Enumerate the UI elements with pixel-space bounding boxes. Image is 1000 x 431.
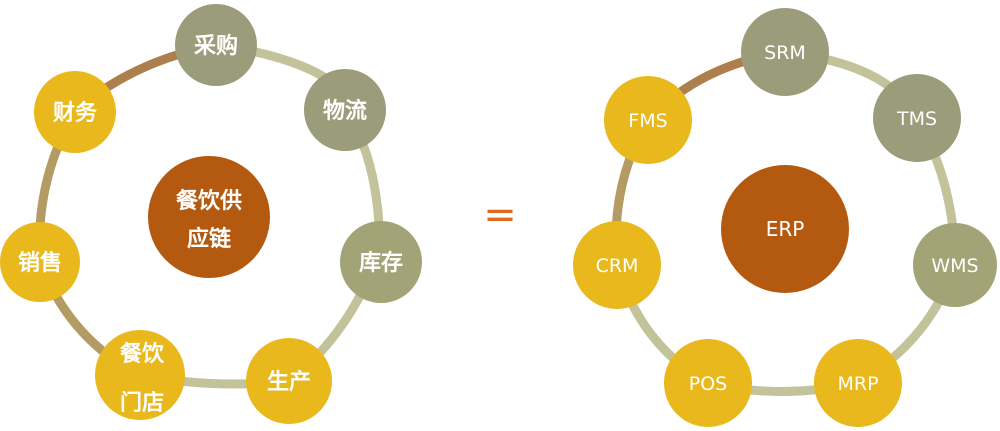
right-node-tms: TMS — [873, 74, 961, 162]
right-center-circle — [721, 165, 849, 293]
left-node-production: 生产 — [246, 338, 332, 424]
left-node-label: 物流 — [323, 98, 367, 124]
left-node-label: 采购 — [194, 33, 238, 59]
right-node-wms: WMS — [913, 223, 997, 307]
right-node-label: WMS — [931, 255, 978, 277]
right-node-label: FMS — [628, 110, 667, 132]
left-center-label-line1: 餐饮供 — [176, 188, 242, 214]
left-node-label: 库存 — [359, 250, 403, 276]
left-node-inventory: 库存 — [340, 221, 422, 303]
left-center-circle — [148, 156, 270, 278]
left-node-circle — [34, 71, 116, 153]
left-node-logistics: 物流 — [304, 69, 386, 151]
left-node-circle — [340, 221, 422, 303]
right-center-label: ERP — [766, 217, 805, 241]
left-node-label: 财务 — [53, 101, 98, 126]
right-node-label: CRM — [596, 255, 639, 277]
left-center-label-line2: 应链 — [187, 226, 231, 252]
left-node-label-line2: 门店 — [120, 390, 164, 416]
right-node-circle — [664, 339, 752, 427]
right-node-circle — [913, 223, 997, 307]
left-node-circle — [246, 338, 332, 424]
equals-sign: = — [483, 192, 517, 238]
left-node-circle — [304, 69, 386, 151]
right-node-pos: POS — [664, 339, 752, 427]
left-node-sales: 销售 — [0, 222, 80, 302]
right-node-label: TMS — [896, 108, 937, 130]
right-node-label: MRP — [837, 373, 878, 395]
left-center-node: 餐饮供 应链 — [148, 156, 270, 278]
right-node-circle — [873, 74, 961, 162]
left-node-label: 生产 — [267, 370, 311, 395]
left-node-restaurant-store: 餐饮 门店 — [95, 330, 185, 420]
right-center-node: ERP — [721, 165, 849, 293]
right-node-circle — [741, 8, 829, 96]
right-node-circle — [814, 339, 902, 427]
right-node-label: POS — [689, 373, 727, 395]
right-node-srm: SRM — [741, 8, 829, 96]
right-node-circle — [573, 221, 661, 309]
right-diagram: ERP SRM TMS WMS MRP POS CRM FMS — [573, 8, 997, 427]
left-node-circle — [0, 222, 80, 302]
right-node-fms: FMS — [604, 76, 692, 164]
left-node-procurement: 采购 — [175, 4, 257, 86]
right-node-circle — [604, 76, 692, 164]
left-node-label-line1: 餐饮 — [120, 342, 165, 367]
right-node-mrp: MRP — [814, 339, 902, 427]
right-node-crm: CRM — [573, 221, 661, 309]
left-diagram: 餐饮供 应链 采购 物流 库存 生产 餐饮 门店 销售 — [0, 4, 422, 424]
left-node-circle — [95, 330, 185, 420]
left-node-circle — [175, 4, 257, 86]
right-node-label: SRM — [764, 42, 806, 64]
left-node-finance: 财务 — [34, 71, 116, 153]
left-node-label: 销售 — [18, 250, 62, 276]
